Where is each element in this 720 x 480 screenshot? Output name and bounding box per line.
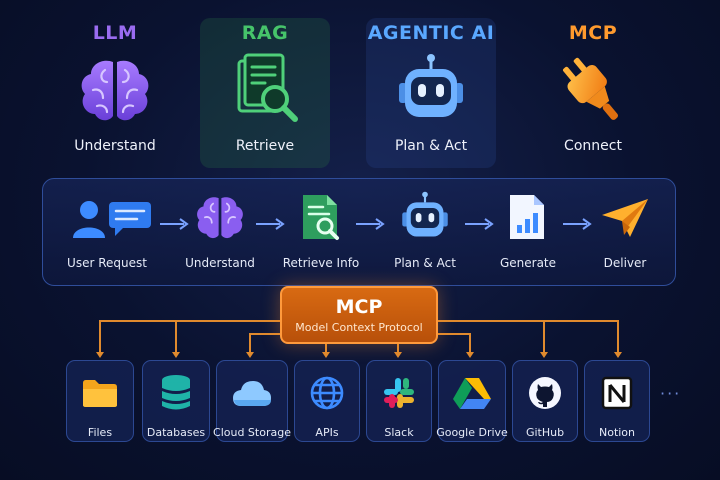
tool-label: Databases — [146, 426, 206, 439]
database-icon — [159, 373, 193, 413]
tool-label: GitHub — [525, 426, 565, 439]
pipeline-step-plan-act: Plan & Act — [370, 190, 480, 270]
stage-agentic-ai: AGENTIC AI Plan & Act — [356, 12, 506, 172]
arrow-icon — [465, 218, 494, 230]
step-label: Plan & Act — [394, 256, 456, 270]
mcp-hub: MCP Model Context Protocol — [280, 286, 438, 344]
paper-plane-icon — [600, 190, 650, 246]
stage-label: Retrieve — [235, 138, 295, 154]
pipeline-step-generate: Generate — [473, 190, 583, 270]
github-icon — [527, 373, 563, 413]
more-indicator: ··· — [660, 384, 682, 403]
step-label: Understand — [185, 256, 255, 270]
pipeline-step-retrieve-info: Retrieve Info — [266, 190, 376, 270]
brain-icon — [192, 190, 248, 246]
tool-github: GitHub — [512, 360, 578, 442]
document-search-icon — [299, 190, 343, 246]
hub-title: MCP — [335, 296, 383, 318]
stage-rag: RAG Retrieve — [190, 12, 340, 172]
arrow-icon — [256, 218, 285, 230]
stage-title: RAG — [241, 22, 289, 44]
tool-cloud-storage: Cloud Storage — [213, 360, 291, 442]
slack-icon — [381, 373, 417, 413]
step-label: Retrieve Info — [282, 256, 360, 270]
tool-google-drive: Google Drive — [436, 360, 508, 442]
user-chat-icon — [57, 190, 157, 246]
tool-notion: Notion — [584, 360, 650, 442]
pipeline-panel — [42, 178, 676, 286]
stage-mcp: MCP Connect — [518, 12, 668, 172]
arrow-icon — [160, 218, 189, 230]
arrow-icon — [356, 218, 385, 230]
arrow-icon — [563, 218, 592, 230]
pipeline-step-user-request: User Request — [52, 190, 162, 270]
plug-icon — [551, 52, 635, 130]
stage-label: Understand — [74, 138, 156, 154]
tool-label: Cloud Storage — [213, 426, 291, 439]
globe-icon — [309, 373, 345, 413]
stage-label: Connect — [564, 138, 622, 154]
tool-label: Google Drive — [436, 426, 508, 439]
step-label: User Request — [67, 256, 147, 270]
step-label: Deliver — [603, 256, 647, 270]
step-label: Generate — [499, 256, 557, 270]
tool-label: APIs — [315, 426, 339, 439]
tool-files: Files — [66, 360, 134, 442]
robot-icon — [395, 190, 455, 246]
hub-subtitle: Model Context Protocol — [295, 321, 423, 334]
google-drive-icon — [452, 373, 492, 413]
brain-icon — [73, 52, 157, 130]
stage-title: MCP — [568, 22, 618, 44]
tool-databases: Databases — [142, 360, 210, 442]
stage-title: LLM — [92, 22, 138, 44]
chart-document-icon — [506, 190, 550, 246]
tool-label: Notion — [598, 426, 636, 439]
tool-slack: Slack — [366, 360, 432, 442]
pipeline-step-understand: Understand — [165, 190, 275, 270]
tool-label: Files — [87, 426, 113, 439]
stage-llm: LLM Understand — [40, 12, 190, 172]
tool-apis: APIs — [294, 360, 360, 442]
document-search-icon — [223, 52, 307, 130]
tool-label: Slack — [384, 426, 414, 439]
cloud-icon — [231, 373, 273, 413]
pipeline-step-deliver: Deliver — [570, 190, 680, 270]
notion-icon — [600, 373, 634, 413]
robot-icon — [389, 52, 473, 130]
folder-icon — [81, 373, 119, 413]
stage-title: AGENTIC AI — [367, 22, 495, 44]
stage-label: Plan & Act — [394, 138, 468, 154]
